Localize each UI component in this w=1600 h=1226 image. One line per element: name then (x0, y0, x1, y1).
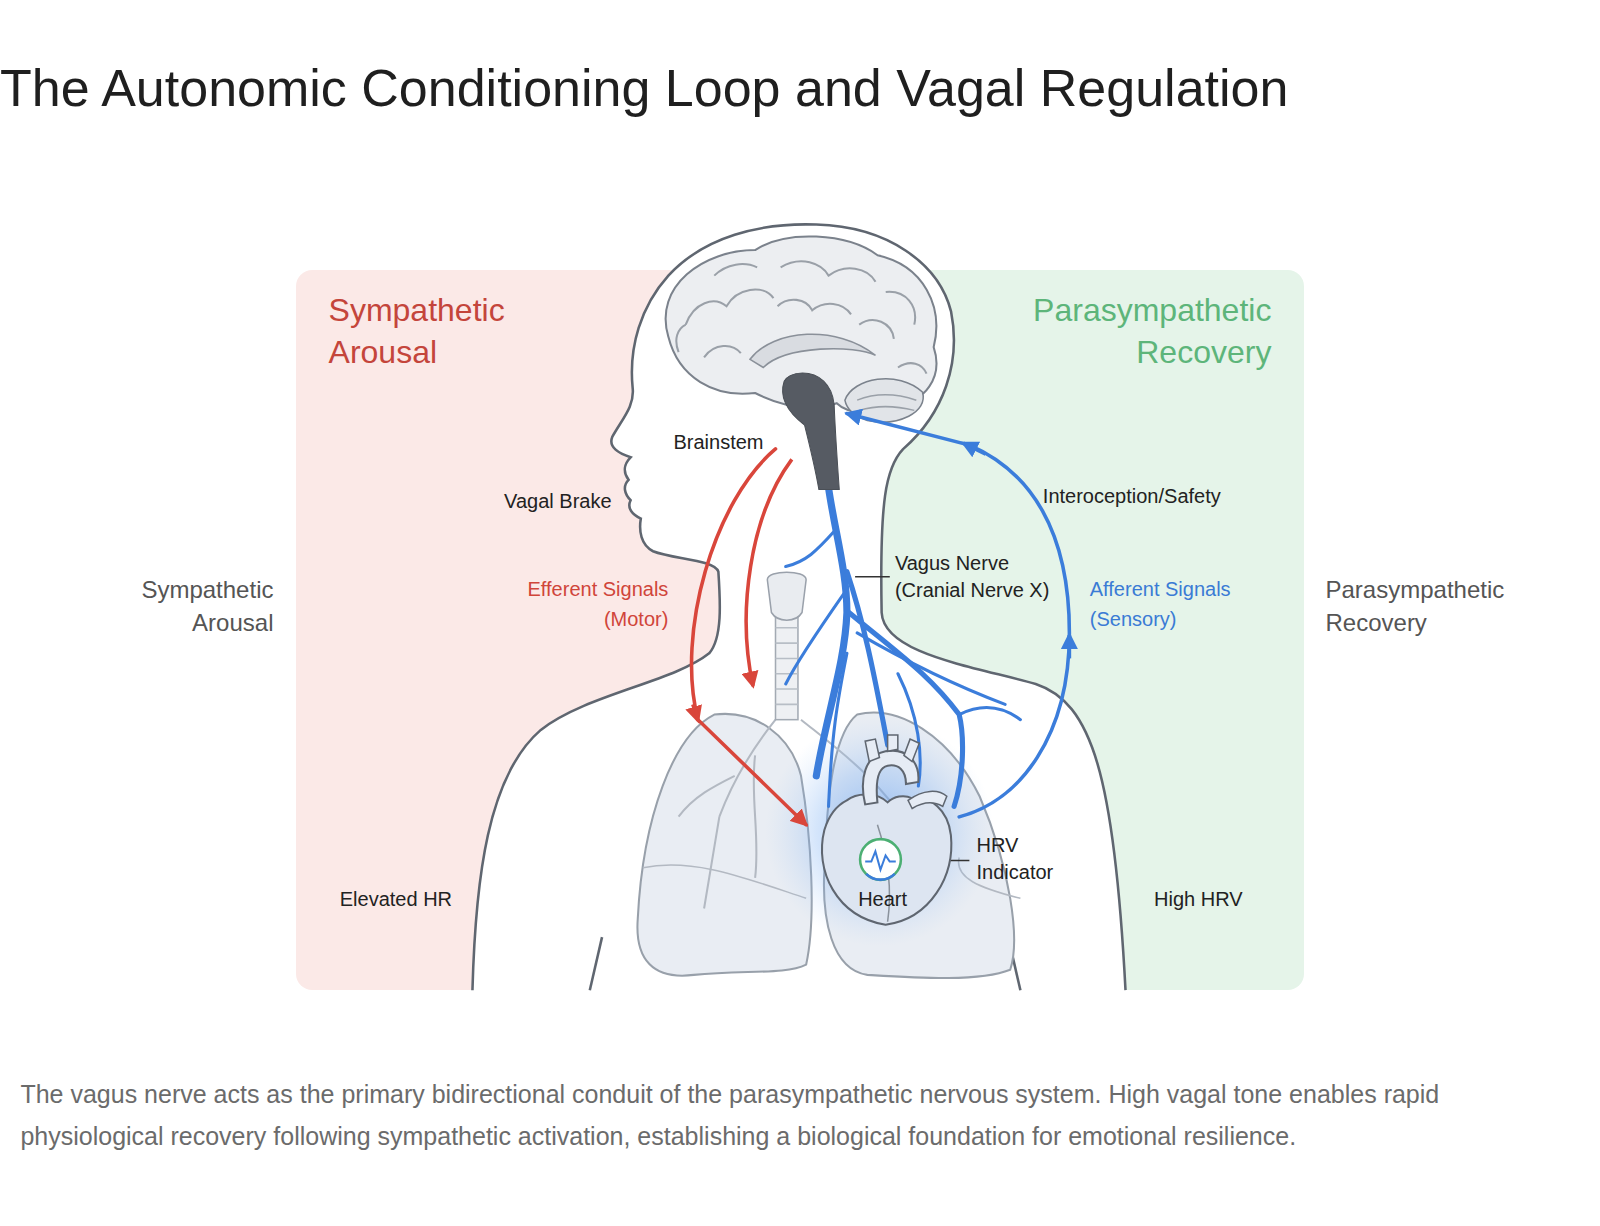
arm-line (590, 937, 602, 990)
side-label: Parasympathetic Recovery (1326, 573, 1540, 639)
pulmonary-artery (908, 791, 947, 808)
brainstem-shape: Brainstem (776, 369, 847, 491)
vessel (888, 735, 898, 751)
node-label: Brainstem (673, 431, 763, 454)
brainstem-outline (782, 373, 839, 489)
vessel (904, 739, 919, 761)
heart-glow (765, 718, 994, 947)
larynx (767, 572, 806, 620)
brainstem-shape-outline (776, 369, 847, 491)
panel-note: High HRV (1154, 888, 1243, 911)
leader-line (855, 576, 890, 578)
vessel (865, 739, 879, 761)
node-label: Heart (806, 888, 959, 911)
panel-heading: Sympathetic Arousal (329, 289, 553, 373)
hrv-pulse (865, 851, 896, 869)
diagram-title: The Autonomic Conditioning Loop and Vaga… (0, 58, 1288, 118)
cerebellum-folds (857, 395, 916, 411)
corpus-callosum (750, 334, 876, 367)
indicator-label: HRV Indicator (977, 832, 1079, 886)
efferent-arrow (746, 459, 792, 686)
efferent-arrow (692, 449, 807, 825)
callout-text: Interoception/Safety (1043, 485, 1221, 508)
body-silhouette (472, 224, 1125, 990)
callout-text: Vagal Brake (504, 490, 611, 513)
panel-heading: Parasympathetic Recovery (1006, 289, 1271, 373)
hrv-icon-arc (866, 873, 895, 879)
afferent-arrow (847, 413, 1069, 816)
brain-gyri (676, 261, 926, 373)
side-label: Sympathetic Arousal (100, 573, 273, 639)
vagus-trunk (816, 488, 847, 776)
edge-label: Afferent Signals (Sensory) (1090, 574, 1274, 634)
hrv-icon (860, 839, 901, 880)
panel-note: Elevated HR (340, 888, 452, 911)
heart-shape: Heart (806, 733, 959, 929)
edge-label: Efferent Signals (Motor) (485, 574, 669, 634)
nerve-label: Vagus Nerve (Cranial Nerve X) (895, 550, 1068, 604)
diagram-caption: The vagus nerve acts as the primary bidi… (20, 1073, 1581, 1157)
